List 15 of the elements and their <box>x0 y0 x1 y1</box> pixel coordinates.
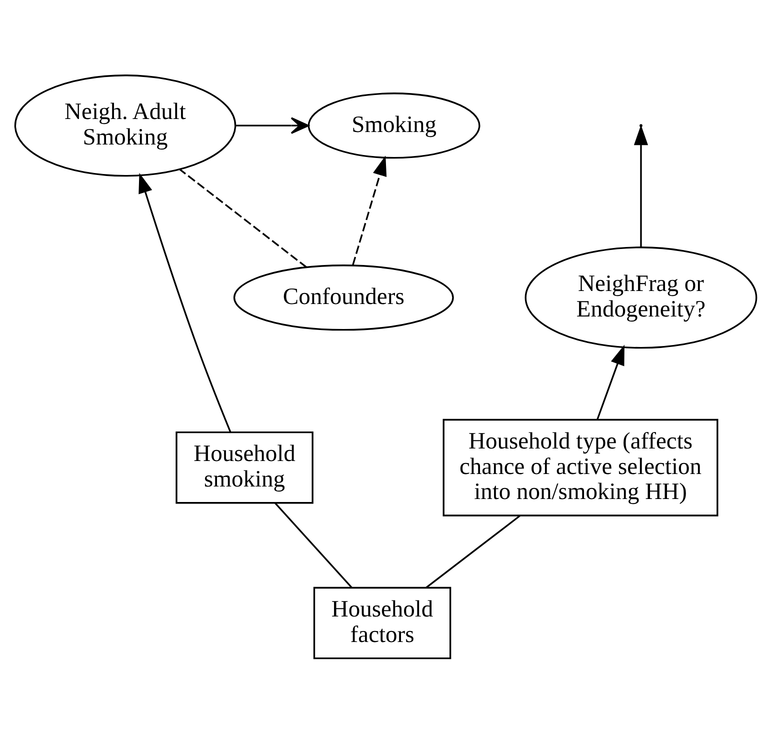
node-box: Household smoking <box>176 431 314 504</box>
connector <box>426 514 521 588</box>
arrow <box>236 116 310 134</box>
node-ellipse: Neigh. Adult Smoking <box>14 74 236 176</box>
node-box: Household type (affects chance of active selection into non/smoking HH) <box>442 418 718 516</box>
node-ellipse: NeighFrag or Endogeneity? <box>524 246 758 348</box>
arrow <box>138 172 232 432</box>
arrow <box>634 124 648 248</box>
arrow <box>596 344 624 420</box>
connector <box>179 168 308 268</box>
node-ellipse: Smoking <box>308 92 480 158</box>
connector <box>274 502 352 588</box>
arrow <box>352 155 387 265</box>
node-ellipse: Confounders <box>233 264 454 330</box>
node-box: Household factors <box>313 586 452 659</box>
